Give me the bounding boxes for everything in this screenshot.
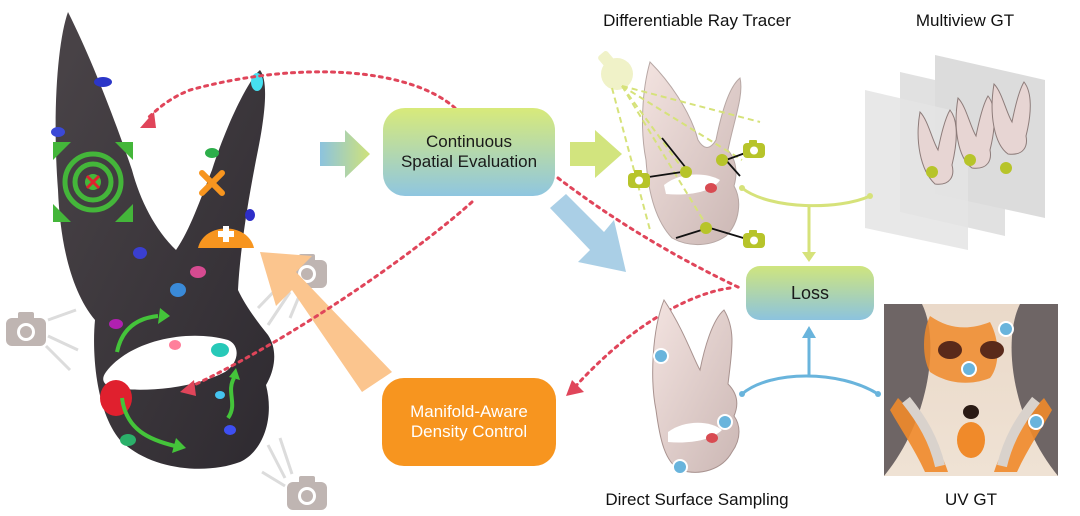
ray-hit-point: [716, 154, 728, 166]
arrow-to-ray-tracer: [570, 130, 622, 178]
arrowhead-green: [802, 252, 816, 262]
arrow-to-continuous: [320, 130, 370, 178]
caption-multiview: Multiview GT: [915, 11, 1015, 30]
camera-icon: [6, 308, 79, 372]
feedback-dotted-arrows: [144, 70, 742, 390]
density-box: [382, 378, 556, 466]
gt-to-loss-green: [741, 186, 871, 255]
ray-hit-point: [700, 222, 712, 234]
camera-icon: [743, 230, 765, 248]
caption-ray-tracer: Differentiable Ray Tracer: [603, 11, 791, 30]
caption-surface-sampling: Direct Surface Sampling: [605, 490, 789, 509]
split-icon: [198, 226, 254, 248]
continuous-box: [383, 108, 555, 196]
loss-box: [746, 266, 874, 320]
bulb-icon: [598, 51, 633, 90]
dark-rabbit-mask: [51, 12, 275, 469]
camera-icon: [261, 437, 327, 510]
camera-icon: [743, 140, 765, 158]
feedback-arrowhead: [140, 112, 156, 128]
arrow-to-surface-sampling: [550, 194, 626, 272]
arrowhead-blue: [802, 326, 816, 338]
move-handle-icon: [53, 142, 133, 222]
ray-hit-point: [680, 166, 692, 178]
gt-to-loss-blue: [741, 334, 879, 396]
multiview-planes: [865, 55, 1045, 250]
uv-texture-image: [884, 304, 1058, 476]
arrow-density-to-mask: [260, 252, 392, 392]
caption-uv-gt: UV GT: [945, 490, 997, 509]
ray-traced-mask: [642, 61, 742, 245]
feedback-arrowhead: [180, 380, 196, 396]
feedback-arrowhead: [566, 380, 584, 396]
surface-sampled-mask: [652, 298, 740, 475]
ray-lines: [611, 85, 761, 231]
prune-icon: [199, 170, 225, 196]
